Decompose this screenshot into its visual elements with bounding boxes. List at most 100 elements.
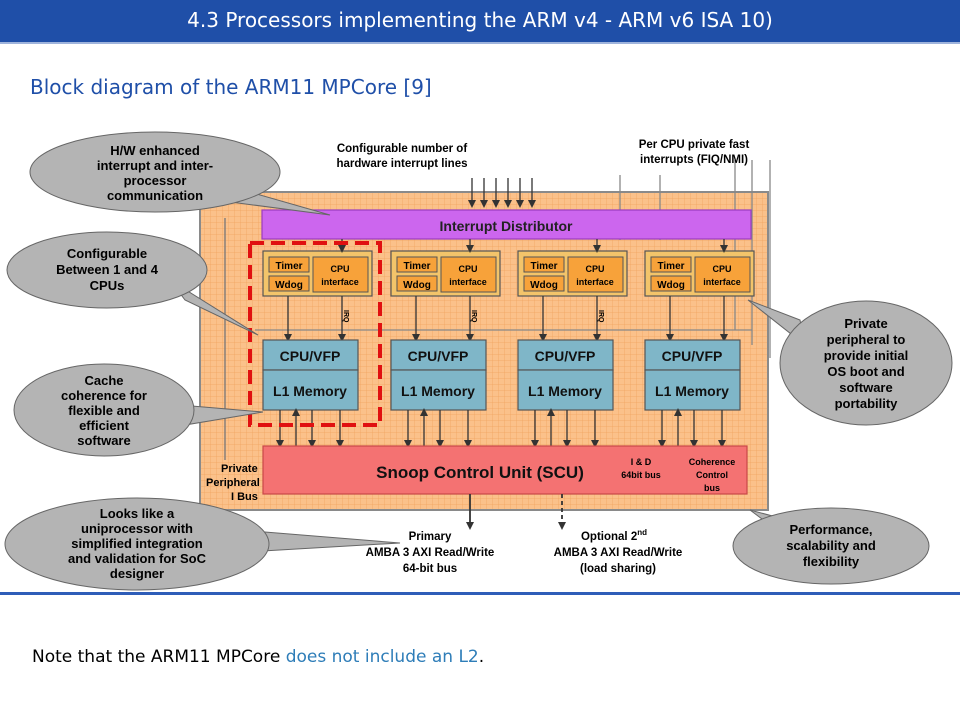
cpu-block-3	[644, 339, 741, 411]
slide-subtitle: Block diagram of the ARM11 MPCore [9]	[30, 75, 432, 99]
callout-priv-text-5: software	[839, 380, 892, 395]
callout-hw-text-3: processor	[124, 173, 187, 188]
optional-bus-label-text: Optional 2	[581, 531, 637, 543]
cpu-interface-label-1b: interface	[449, 277, 487, 287]
primary-bus-label-2: AMBA 3 AXI Read/Write	[366, 547, 495, 559]
fiq-label-1: Per CPU private fast	[639, 139, 750, 151]
coherence-label-2: Control	[696, 470, 728, 480]
callout-priv-text-2: peripheral to	[827, 332, 906, 347]
cpu-to-scu-arrows	[276, 408, 726, 448]
cpu-interface-label-3b: interface	[703, 277, 741, 287]
callout-priv-text-6: portability	[835, 396, 899, 411]
callout-hw-text-2: interrupt and inter-	[97, 158, 213, 173]
callout-priv-text-1: Private	[844, 316, 887, 331]
cpu-interface-unit-1	[390, 250, 501, 297]
cpu-interface-label-2a: CPU	[585, 264, 604, 274]
callout-cache	[13, 363, 264, 457]
footnote: Note that the ARM11 MPCore does not incl…	[32, 647, 484, 667]
callout-cache-text-4: efficient	[79, 418, 130, 433]
cpu-interface-label-2b: interface	[576, 277, 614, 287]
page-title: 4.3 Processors implementing the ARM v4 -…	[187, 8, 773, 32]
callout-cache-text-3: flexible and	[68, 403, 140, 418]
timer-label-2: Timer	[530, 261, 557, 272]
callout-hw-text-4: communication	[107, 188, 203, 203]
callout-uni-text-1: Looks like a	[100, 506, 175, 521]
private-bus-label-3: I Bus	[231, 491, 258, 503]
callout-private-peripheral	[747, 299, 953, 426]
callout-uni-text-2: uniprocessor with	[81, 521, 193, 536]
callout-hw-text-1: H/W enhanced	[110, 143, 200, 158]
cpu-interface-unit-2	[517, 250, 628, 297]
callout-configurable	[6, 231, 259, 336]
callout-cache-text-5: software	[77, 433, 130, 448]
l1-memory-label-2: L1 Memory	[528, 383, 602, 399]
single-cpu-highlight	[248, 241, 382, 427]
primary-bus-label-1: Primary	[409, 531, 452, 543]
callout-perf-text-2: scalability and	[786, 538, 876, 553]
callout-perf-text-3: flexibility	[803, 554, 860, 569]
cpu-vfp-label-3: CPU/VFP	[662, 348, 723, 364]
primary-bus-label-3: 64-bit bus	[403, 563, 457, 575]
scu-label: Snoop Control Unit (SCU)	[376, 463, 584, 482]
irq-label-2: IRQ	[597, 310, 604, 323]
callout-cfg-text-1: Configurable	[67, 246, 147, 261]
id-bus-label-1: I & D	[631, 457, 652, 467]
wdog-label-1: Wdog	[403, 280, 431, 291]
wdog-label-0: Wdog	[275, 280, 303, 291]
scu-block	[262, 445, 748, 495]
cpu-interface-label-0b: interface	[321, 277, 359, 287]
timer-label-1: Timer	[403, 261, 430, 272]
interrupt-distributor-block	[261, 209, 752, 240]
cpu-interface-label-0a: CPU	[330, 264, 349, 274]
timer-label-0: Timer	[275, 261, 302, 272]
callout-performance	[732, 507, 930, 585]
callout-perf-text-1: Performance,	[789, 522, 872, 537]
irq-label-0: IRQ	[342, 310, 349, 323]
timer-label-3: Timer	[657, 261, 684, 272]
callout-uni-text-5: designer	[110, 566, 164, 581]
note-highlight: does not include an L2	[285, 647, 479, 667]
optional-bus-label-3: (load sharing)	[580, 563, 656, 575]
arm11-block-diagram: Interrupt Distributor Timer Wdog CPU int…	[4, 131, 953, 591]
interrupt-distributor-label: Interrupt Distributor	[440, 218, 574, 234]
irq-arrows	[284, 296, 728, 342]
wdog-label-3: Wdog	[657, 280, 685, 291]
cpu-block-1	[390, 339, 487, 411]
interrupt-input-lines	[468, 178, 536, 208]
fiq-label-2: interrupts (FIQ/NMI)	[640, 154, 748, 166]
optional-bus-label-1: Optional 2nd	[581, 528, 647, 543]
title-bar: 4.3 Processors implementing the ARM v4 -…	[0, 0, 960, 44]
callout-cache-text-1: Cache	[84, 373, 123, 388]
callout-priv-text-4: OS boot and	[827, 364, 904, 379]
note-suffix: .	[478, 647, 485, 667]
cpu-vfp-label-2: CPU/VFP	[535, 348, 596, 364]
cpu-vfp-label-1: CPU/VFP	[408, 348, 469, 364]
cpu-vfp-label-0: CPU/VFP	[280, 348, 341, 364]
coherence-label-3: bus	[704, 483, 720, 493]
callout-cfg-text-2: Between 1 and 4	[56, 262, 159, 277]
cpu-interface-unit-0	[262, 250, 373, 297]
divider-line	[0, 592, 960, 595]
callout-hw-interrupt	[29, 131, 331, 216]
callout-uni-text-3: simplified integration	[71, 536, 203, 551]
callout-cache-text-2: coherence for	[61, 388, 147, 403]
cpu-interface-label-1a: CPU	[458, 264, 477, 274]
callout-cfg-text-3: CPUs	[90, 278, 125, 293]
irq-label-1: IRQ	[470, 310, 477, 323]
private-bus-label-2: Peripheral	[206, 477, 260, 489]
wdog-label-2: Wdog	[530, 280, 558, 291]
l1-memory-label-1: L1 Memory	[401, 383, 475, 399]
private-bus-label-1: Private	[221, 463, 258, 475]
callout-uni-text-4: and validation for SoC	[68, 551, 207, 566]
id-bus-label-2: 64bit bus	[621, 470, 661, 480]
l1-memory-label-3: L1 Memory	[655, 383, 729, 399]
interrupt-lines-label-1: Configurable number of	[337, 143, 468, 155]
optional-bus-label-sup: nd	[637, 528, 647, 537]
cpu-block-0	[262, 339, 359, 411]
cpu-block-2	[517, 339, 614, 411]
cpu-interface-label-3a: CPU	[712, 264, 731, 274]
coherence-label-1: Coherence	[689, 457, 736, 467]
callout-priv-text-3: provide initial	[824, 348, 909, 363]
l1-memory-label-0: L1 Memory	[273, 383, 347, 399]
interrupt-lines-label-2: hardware interrupt lines	[336, 158, 467, 170]
